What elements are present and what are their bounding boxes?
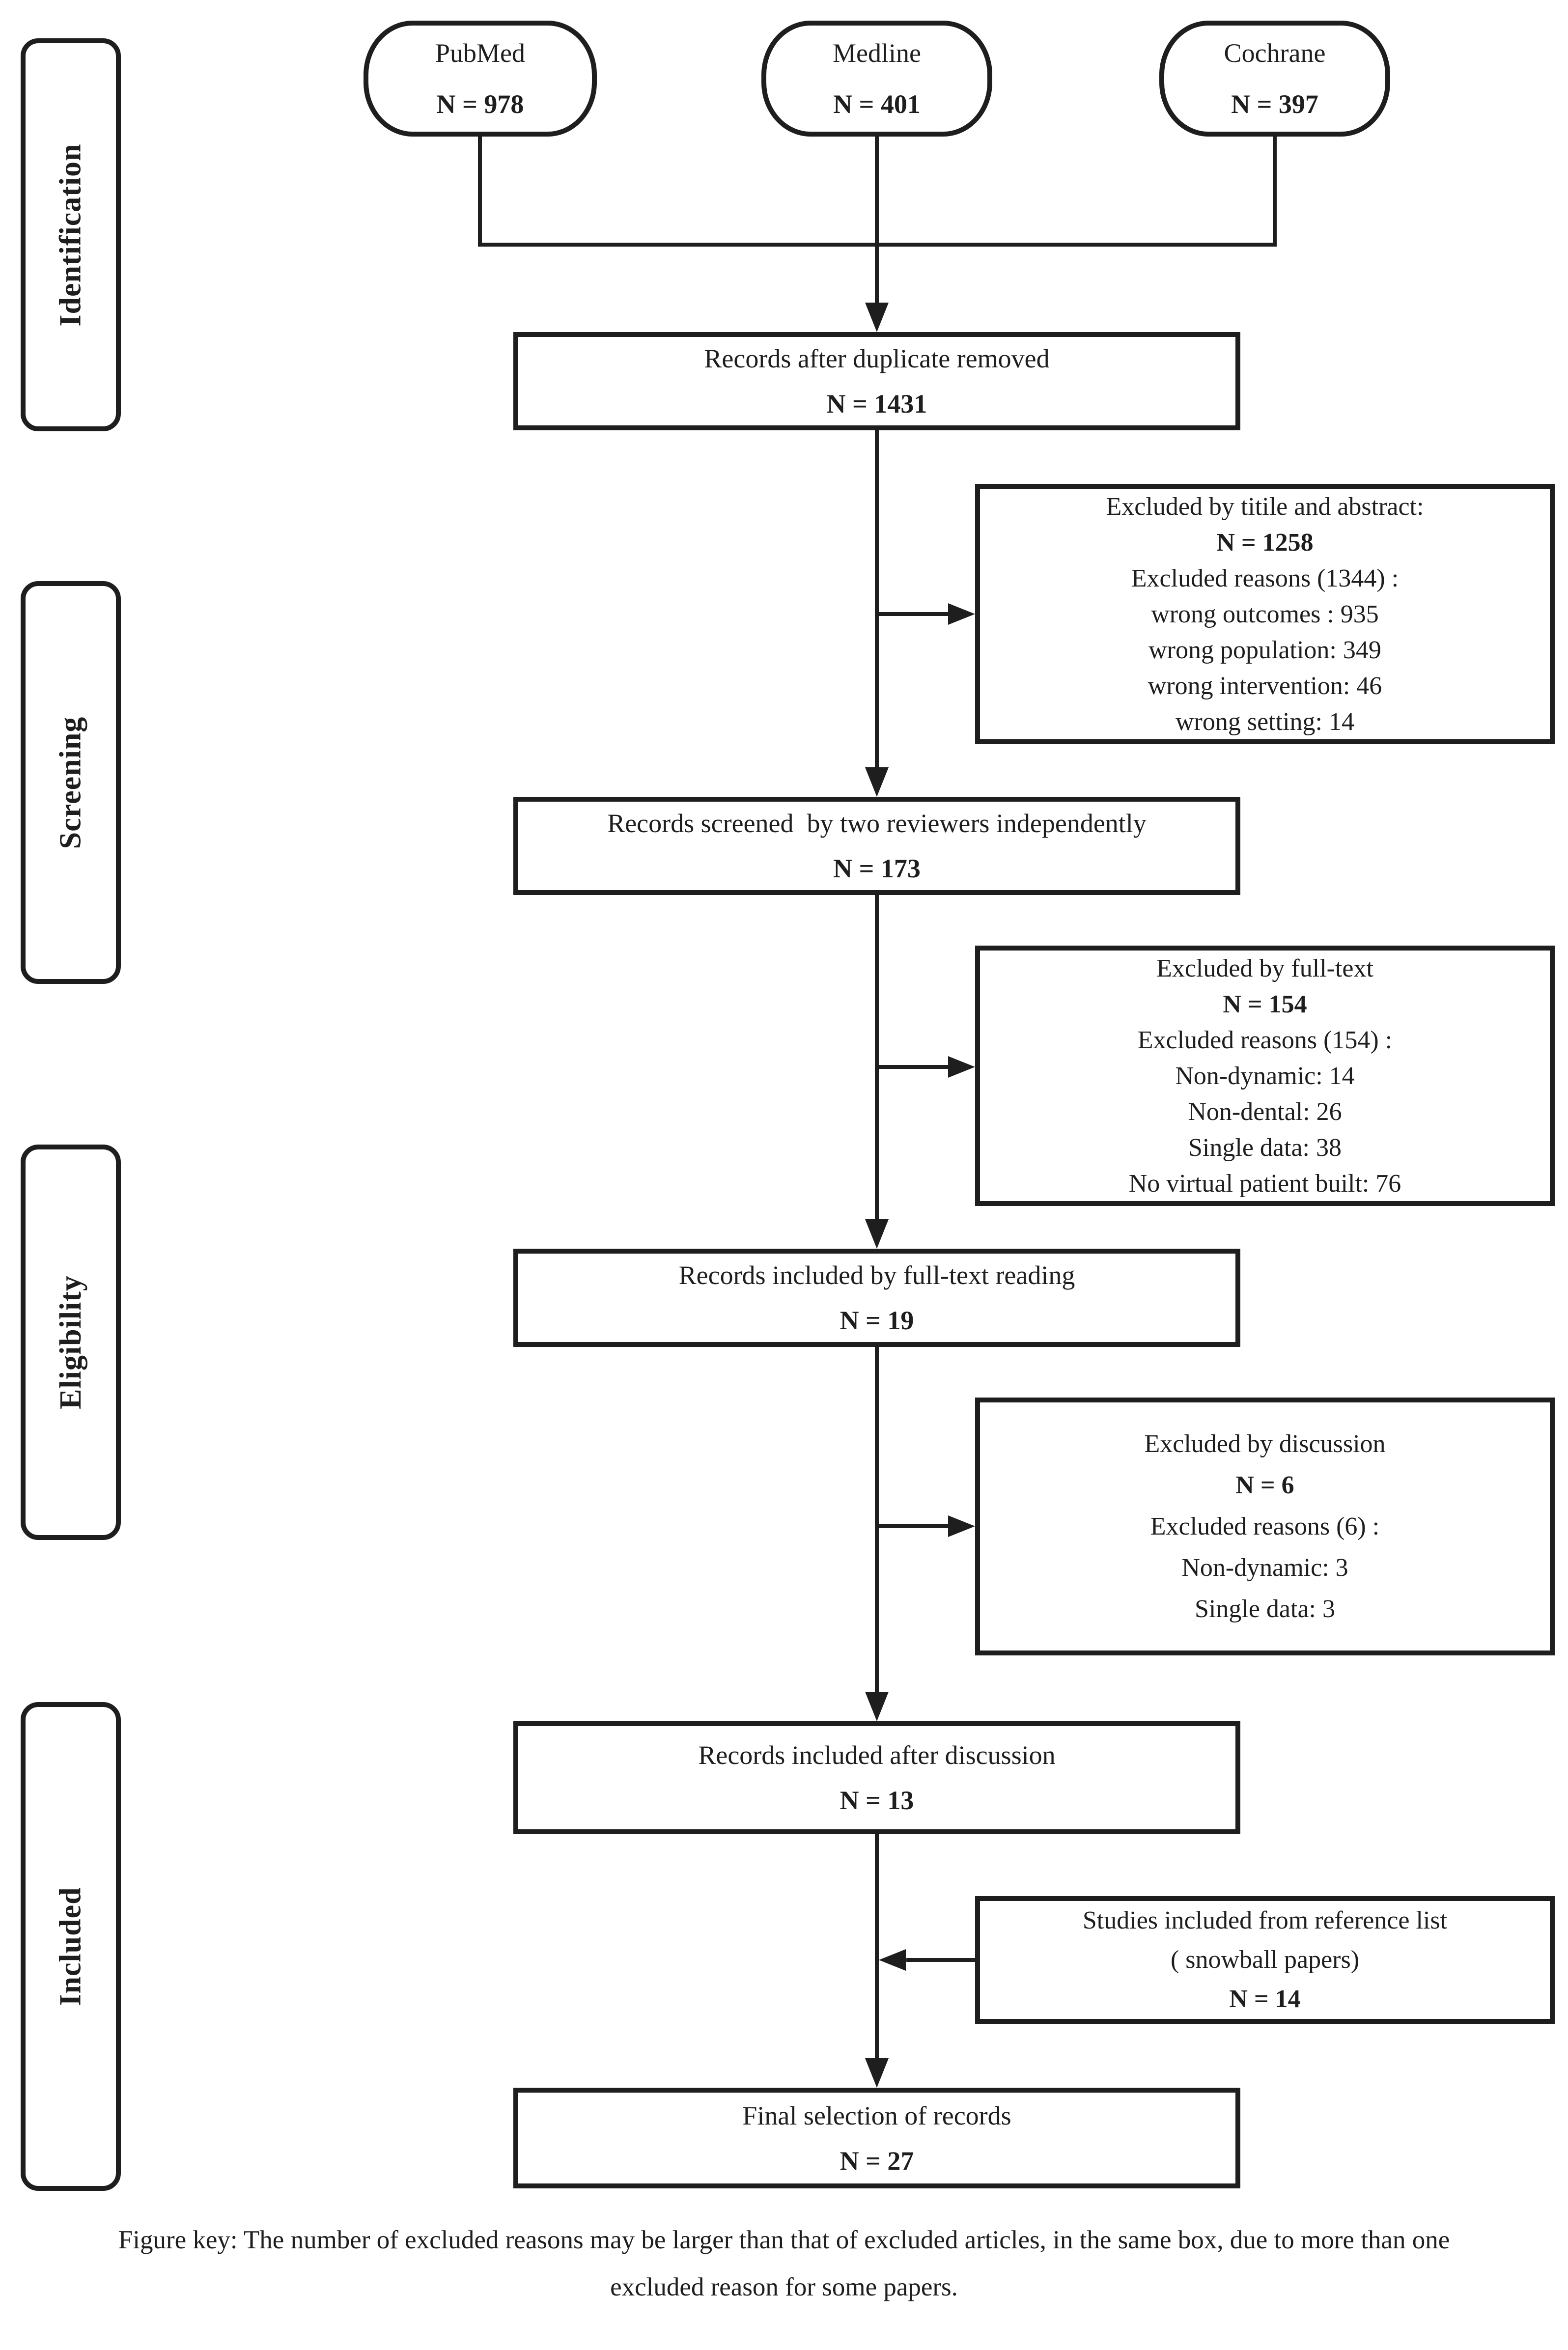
arrowhead-down-to-fulltext xyxy=(865,1219,889,1249)
arrowhead-down-to-duplicates xyxy=(865,303,889,332)
box-excluded-discussion: Excluded by discussion N = 6 Excluded re… xyxy=(975,1398,1555,1655)
source-pubmed-name: PubMed xyxy=(435,38,525,68)
source-box-medline: Medline N = 401 xyxy=(761,21,992,137)
arrowhead-down-to-discussion xyxy=(865,1692,889,1721)
stage-included-label: Included xyxy=(54,1887,87,2006)
box-included-fulltext: Records included by full-text reading N … xyxy=(513,1249,1240,1347)
stage-eligibility-label: Eligibility xyxy=(54,1275,87,1409)
source-box-cochrane: Cochrane N = 397 xyxy=(1159,21,1390,137)
box-included-after-discussion-title: Records included after discussion xyxy=(698,1740,1056,1770)
snowball-count: N = 14 xyxy=(1229,1985,1301,2013)
connector-cochrane-down xyxy=(1273,136,1277,247)
excluded-fulltext-count: N = 154 xyxy=(1223,990,1307,1018)
stage-identification: Identification xyxy=(21,38,121,431)
box-included-fulltext-count: N = 19 xyxy=(840,1306,914,1335)
connector-branch-fulltext-excluded xyxy=(877,1065,948,1069)
arrowhead-down-to-screened xyxy=(865,767,889,797)
connector-snowball-merge xyxy=(906,1958,975,1962)
box-final-selection-count: N = 27 xyxy=(840,2146,914,2176)
excluded-title-abstract-line: wrong population: 349 xyxy=(1148,636,1381,664)
excluded-discussion-line: Non-dynamic: 3 xyxy=(1181,1553,1348,1582)
stage-screening-label: Screening xyxy=(54,716,87,849)
box-included-after-discussion-count: N = 13 xyxy=(840,1786,914,1815)
excluded-title-abstract-line: wrong outcomes : 935 xyxy=(1151,600,1379,628)
excluded-fulltext-line: Excluded by full-text xyxy=(1156,954,1373,982)
box-final-selection-title: Final selection of records xyxy=(742,2100,1011,2130)
box-excluded-title-abstract: Excluded by titile and abstract: N = 125… xyxy=(975,484,1555,744)
box-duplicates-removed-title: Records after duplicate removed xyxy=(704,344,1050,373)
box-snowball: Studies included from reference list ( s… xyxy=(975,1896,1555,2024)
connector-pubmed-down xyxy=(478,136,482,247)
box-included-fulltext-title: Records included by full-text reading xyxy=(678,1260,1075,1290)
snowball-line: ( snowball papers) xyxy=(1170,1946,1360,1974)
connector-duplicates-to-screened xyxy=(875,430,879,768)
excluded-title-abstract-count: N = 1258 xyxy=(1216,528,1314,557)
box-duplicates-removed-count: N = 1431 xyxy=(826,389,927,419)
source-cochrane-count: N = 397 xyxy=(1231,89,1318,119)
excluded-discussion-line: Single data: 3 xyxy=(1195,1595,1335,1623)
box-excluded-fulltext: Excluded by full-text N = 154 Excluded r… xyxy=(975,946,1555,1206)
excluded-fulltext-line: Non-dynamic: 14 xyxy=(1175,1062,1355,1090)
connector-discussion-to-final xyxy=(875,1834,879,2059)
stage-included: Included xyxy=(21,1702,121,2191)
snowball-line: Studies included from reference list xyxy=(1082,1906,1448,1934)
arrowhead-right-to-excluded-fulltext xyxy=(948,1056,975,1078)
arrowhead-right-to-excluded-title-abstract xyxy=(948,603,975,625)
excluded-discussion-count: N = 6 xyxy=(1235,1471,1294,1499)
source-cochrane-name: Cochrane xyxy=(1224,38,1326,68)
box-screened-count: N = 173 xyxy=(833,854,921,883)
source-pubmed-count: N = 978 xyxy=(436,89,524,119)
excluded-discussion-line: Excluded reasons (6) : xyxy=(1150,1512,1380,1540)
excluded-fulltext-line: Non-dental: 26 xyxy=(1188,1097,1342,1126)
source-medline-name: Medline xyxy=(833,38,921,68)
excluded-title-abstract-line: wrong setting: 14 xyxy=(1176,707,1354,736)
excluded-title-abstract-line: wrong intervention: 46 xyxy=(1148,671,1382,700)
box-screened: Records screened by two reviewers indepe… xyxy=(513,797,1240,895)
connector-branch-title-abstract xyxy=(877,612,948,616)
source-medline-count: N = 401 xyxy=(833,89,921,119)
excluded-fulltext-line: Single data: 38 xyxy=(1188,1133,1342,1162)
stage-screening: Screening xyxy=(21,581,121,984)
arrowhead-left-from-snowball xyxy=(879,1949,906,1971)
stage-eligibility: Eligibility xyxy=(21,1145,121,1540)
excluded-title-abstract-line: Excluded reasons (1344) : xyxy=(1131,564,1399,592)
arrowhead-down-to-final xyxy=(865,2058,889,2088)
arrowhead-right-to-excluded-discussion xyxy=(948,1515,975,1537)
box-duplicates-removed: Records after duplicate removed N = 1431 xyxy=(513,332,1240,430)
connector-screened-to-fulltext xyxy=(875,895,879,1220)
connector-medline-down xyxy=(875,136,879,304)
stage-identification-label: Identification xyxy=(54,143,87,327)
box-final-selection: Final selection of records N = 27 xyxy=(513,2088,1240,2188)
box-included-after-discussion: Records included after discussion N = 13 xyxy=(513,1721,1240,1834)
excluded-fulltext-line: No virtual patient built: 76 xyxy=(1128,1169,1401,1198)
source-box-pubmed: PubMed N = 978 xyxy=(364,21,597,137)
connector-fulltext-to-discussion xyxy=(875,1347,879,1693)
figure-key-caption: Figure key: The number of excluded reaso… xyxy=(118,2226,1450,2301)
excluded-discussion-line: Excluded by discussion xyxy=(1144,1429,1386,1458)
excluded-fulltext-line: Excluded reasons (154) : xyxy=(1137,1026,1393,1054)
excluded-title-abstract-line: Excluded by titile and abstract: xyxy=(1106,492,1424,521)
box-screened-title: Records screened by two reviewers indepe… xyxy=(607,809,1147,838)
connector-branch-discussion-excluded xyxy=(877,1524,948,1528)
